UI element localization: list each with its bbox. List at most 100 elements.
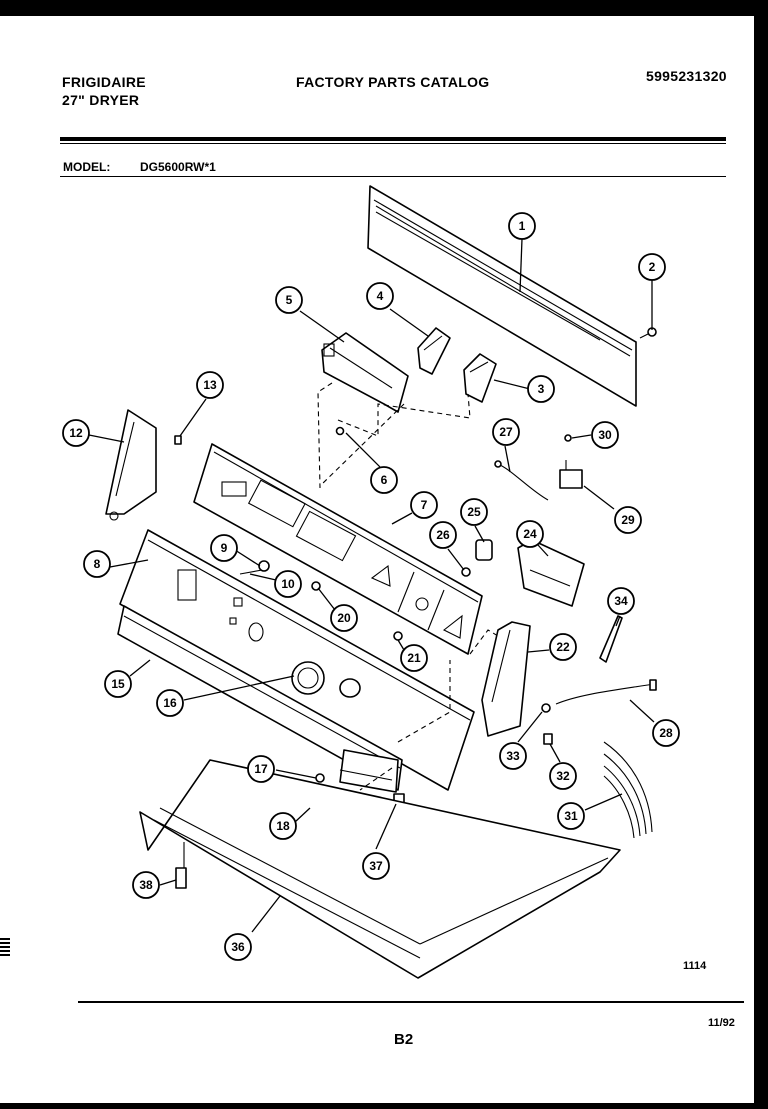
svg-text:34: 34 xyxy=(614,594,628,608)
svg-text:16: 16 xyxy=(163,696,177,710)
svg-text:12: 12 xyxy=(69,426,83,440)
svg-text:38: 38 xyxy=(139,878,153,892)
svg-text:18: 18 xyxy=(276,819,290,833)
part-7-control-panel xyxy=(193,443,483,655)
product-name: 27" DRYER xyxy=(62,92,140,108)
model-rule xyxy=(60,176,726,177)
svg-text:15: 15 xyxy=(111,677,125,691)
part-5-control-housing xyxy=(321,332,409,413)
part-6-screw xyxy=(335,426,345,436)
callout-3: 3 xyxy=(527,375,555,403)
svg-text:17: 17 xyxy=(254,762,268,776)
assembly-line-lower xyxy=(359,629,499,791)
callout-13: 13 xyxy=(196,371,224,399)
callout-22: 22 xyxy=(549,633,577,661)
footer-rule xyxy=(78,1001,744,1003)
callout-17: 17 xyxy=(247,755,275,783)
part-4-switch xyxy=(417,327,451,375)
svg-text:3: 3 xyxy=(538,382,545,396)
part-29-buzzer xyxy=(559,460,583,489)
part-38-hinge xyxy=(175,842,187,889)
scan-edge-mark xyxy=(0,938,10,958)
callout-36: 36 xyxy=(224,933,252,961)
brand-name: FRIGIDAIRE xyxy=(62,74,146,90)
part-10-lamp-holder xyxy=(239,569,263,575)
part-24-timer xyxy=(517,539,585,607)
part-16-knob xyxy=(291,661,361,698)
svg-text:31: 31 xyxy=(564,809,578,823)
svg-text:21: 21 xyxy=(407,651,421,665)
svg-text:28: 28 xyxy=(659,726,673,740)
part-2-screw xyxy=(639,327,657,339)
callout-10: 10 xyxy=(274,570,302,598)
part-21-screw xyxy=(393,631,403,641)
svg-text:13: 13 xyxy=(203,378,217,392)
part-12-end-cap xyxy=(105,409,157,521)
part-28-harness xyxy=(555,679,657,705)
svg-text:2: 2 xyxy=(649,260,656,274)
svg-text:6: 6 xyxy=(381,473,388,487)
svg-text:20: 20 xyxy=(337,611,351,625)
callout-21: 21 xyxy=(400,644,428,672)
svg-text:7: 7 xyxy=(421,498,428,512)
scan-border-right xyxy=(754,0,768,1109)
svg-text:9: 9 xyxy=(221,541,228,555)
callout-6: 6 xyxy=(370,466,398,494)
callout-26: 26 xyxy=(429,521,457,549)
callout-15: 15 xyxy=(104,670,132,698)
part-17-screw xyxy=(315,773,325,783)
callout-7: 7 xyxy=(410,491,438,519)
part-32-clamp xyxy=(543,733,553,745)
callout-1: 1 xyxy=(508,212,536,240)
callout-28: 28 xyxy=(652,719,680,747)
model-value: DG5600RW*1 xyxy=(140,160,216,174)
svg-text:24: 24 xyxy=(523,527,537,541)
part-22-end-cap xyxy=(481,621,531,737)
svg-text:25: 25 xyxy=(467,505,481,519)
scan-border-bottom xyxy=(0,1103,768,1109)
svg-text:22: 22 xyxy=(556,640,570,654)
svg-text:10: 10 xyxy=(281,577,295,591)
callout-27: 27 xyxy=(492,418,520,446)
svg-text:32: 32 xyxy=(556,769,570,783)
part-15-trim xyxy=(117,605,403,791)
svg-text:1: 1 xyxy=(519,219,526,233)
svg-text:27: 27 xyxy=(499,425,513,439)
header-rule-thick xyxy=(60,137,726,141)
part-34-terminal xyxy=(599,615,623,663)
callout-2: 2 xyxy=(638,253,666,281)
scan-border-top xyxy=(0,0,768,16)
callout-31: 31 xyxy=(557,802,585,830)
svg-text:37: 37 xyxy=(369,859,383,873)
svg-text:30: 30 xyxy=(598,428,612,442)
callout-34: 34 xyxy=(607,587,635,615)
svg-text:8: 8 xyxy=(94,557,101,571)
svg-text:5: 5 xyxy=(286,293,293,307)
part-27-wire xyxy=(494,460,549,501)
callout-8: 8 xyxy=(83,550,111,578)
catalog-part-number: 5995231320 xyxy=(646,68,727,84)
part-30-screw xyxy=(564,434,572,442)
part-9-bulb xyxy=(258,560,270,572)
part-1-control-panel-back xyxy=(367,185,637,407)
revision-date: 11/92 xyxy=(708,1017,735,1029)
callout-29: 29 xyxy=(614,506,642,534)
model-label: MODEL: xyxy=(63,160,111,174)
svg-text:33: 33 xyxy=(506,749,520,763)
svg-text:36: 36 xyxy=(231,940,245,954)
part-25-switch xyxy=(475,539,493,561)
svg-text:26: 26 xyxy=(436,528,450,542)
callout-25: 25 xyxy=(460,498,488,526)
assembly-line-upper xyxy=(317,382,471,489)
part-13-clip xyxy=(174,435,182,445)
callout-30: 30 xyxy=(591,421,619,449)
callout-32: 32 xyxy=(549,762,577,790)
callout-20: 20 xyxy=(330,604,358,632)
catalog-title: FACTORY PARTS CATALOG xyxy=(296,74,490,90)
part-31-wire-bundle xyxy=(603,741,653,839)
header-rule-thin xyxy=(60,143,726,144)
callout-24: 24 xyxy=(516,520,544,548)
leader-lines xyxy=(88,238,655,933)
page-number: B2 xyxy=(394,1031,414,1048)
part-33-screw xyxy=(541,703,551,713)
